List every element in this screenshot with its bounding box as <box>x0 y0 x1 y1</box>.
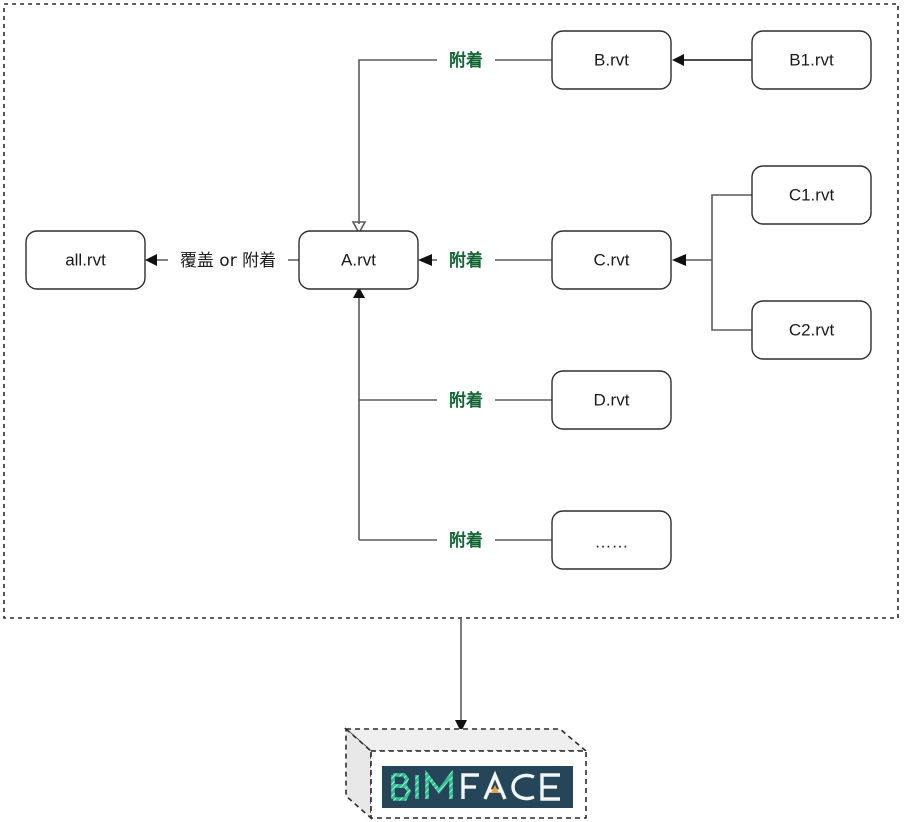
node-b-rvt[interactable]: B.rvt <box>551 30 672 90</box>
node-b1-rvt-label: B1.rvt <box>789 50 834 69</box>
node-etc-rvt[interactable]: …… <box>551 510 672 570</box>
node-c2-rvt-label: C2.rvt <box>789 320 835 339</box>
node-b-rvt-box <box>551 30 672 90</box>
edge-d-etc-to-a <box>353 287 552 541</box>
node-b1-rvt-box <box>751 30 872 90</box>
node-all-rvt-box <box>25 230 146 290</box>
node-etc-rvt-box <box>551 510 672 570</box>
edge-label-all-from-a: 覆盖 or 附着 <box>180 251 276 271</box>
node-c1-rvt-box <box>751 165 872 225</box>
node-d-rvt-label: D.rvt <box>594 390 630 409</box>
node-a-rvt-label: A.rvt <box>341 250 376 269</box>
edge-group-to-bimface <box>455 618 467 732</box>
node-d-rvt[interactable]: D.rvt <box>551 370 672 430</box>
node-c1-rvt[interactable]: C1.rvt <box>751 165 872 225</box>
revit-group-container <box>3 3 899 619</box>
edge-label-etc-attach: 附着 <box>449 530 483 551</box>
node-b1-rvt[interactable]: B1.rvt <box>751 30 872 90</box>
node-all-rvt-label: all.rvt <box>65 250 106 269</box>
edge-label-b-attach: 附着 <box>449 50 483 71</box>
label-bg-d <box>437 387 495 413</box>
node-etc-rvt-label: …… <box>595 532 629 551</box>
node-d-rvt-box <box>551 370 672 430</box>
edge-label-d-attach: 附着 <box>449 390 483 411</box>
logo-accent-triangle <box>491 785 499 793</box>
node-a-rvt[interactable]: A.rvt <box>298 230 419 290</box>
node-c2-rvt[interactable]: C2.rvt <box>751 300 872 360</box>
node-c-rvt[interactable]: C.rvt <box>551 230 672 290</box>
cube-top-face <box>343 728 589 752</box>
label-bg-b <box>437 47 495 73</box>
bimface-cube[interactable] <box>343 727 589 820</box>
node-c-rvt-box <box>551 230 672 290</box>
node-c-rvt-label: C.rvt <box>594 250 630 269</box>
label-bg-all <box>168 247 288 273</box>
edge-c1-c2-to-c <box>672 194 752 331</box>
edge-label-c-attach: 附着 <box>449 250 483 271</box>
bimface-logo-glyphs <box>391 769 560 801</box>
node-c2-rvt-box <box>751 300 872 360</box>
edge-b-to-a <box>351 59 552 235</box>
node-all-rvt[interactable]: all.rvt <box>25 230 146 290</box>
label-bg-c <box>437 247 495 273</box>
node-a-rvt-box <box>298 230 419 290</box>
label-bg-etc <box>437 527 495 553</box>
node-c1-rvt-label: C1.rvt <box>789 185 835 204</box>
edge-b1-to-b <box>672 54 752 66</box>
node-b-rvt-label: B.rvt <box>594 50 629 69</box>
